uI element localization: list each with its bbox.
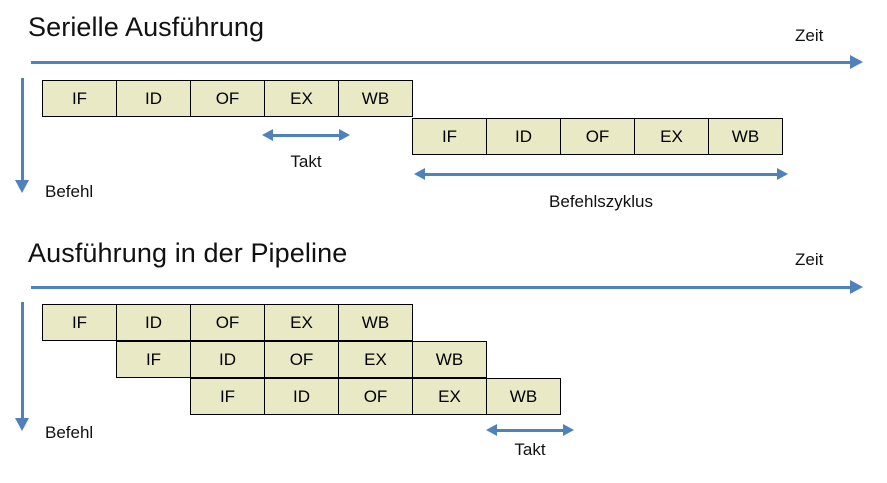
stage-box-ex: EX — [264, 304, 339, 341]
table-row-pipeline-3: IF ID OF EX WB — [190, 378, 561, 415]
stage-box-wb: WB — [338, 80, 413, 117]
table-row-serial-1: IF ID OF EX WB — [42, 80, 413, 117]
arrow-head-right-icon — [777, 168, 788, 180]
arrow-head-right-icon — [339, 129, 350, 141]
arrow-head-down-icon — [15, 180, 29, 193]
page-title-serial: Serielle Ausführung — [28, 12, 265, 42]
takt-measure-shaft — [270, 134, 342, 137]
instruction-axis-shaft — [21, 78, 24, 181]
instruction-axis-label-serial: Befehl — [45, 182, 94, 201]
stage-box-if: IF — [412, 118, 487, 155]
arrow-head-left-icon — [486, 424, 497, 436]
takt-measure-label-pipeline: Takt — [514, 440, 546, 459]
stage-box-if: IF — [42, 80, 117, 117]
stage-box-wb: WB — [486, 378, 561, 415]
time-axis-label-serial: Zeit — [795, 26, 824, 45]
takt-measure-serial — [262, 128, 350, 144]
instruction-axis-label-pipeline: Befehl — [45, 423, 94, 442]
stage-box-id: ID — [116, 304, 191, 341]
table-row-pipeline-1: IF ID OF EX WB — [42, 304, 413, 341]
time-axis-label-pipeline: Zeit — [795, 250, 824, 269]
stage-box-if: IF — [116, 341, 191, 378]
stage-box-if: IF — [190, 378, 265, 415]
takt-measure-label-serial: Takt — [290, 152, 322, 171]
stage-box-ex: EX — [412, 378, 487, 415]
time-axis-shaft — [31, 61, 851, 64]
stage-box-of: OF — [190, 80, 265, 117]
befehlszyklus-measure — [414, 167, 788, 183]
instruction-axis-shaft — [21, 302, 24, 419]
stage-box-id: ID — [116, 80, 191, 117]
arrow-head-right-icon — [850, 280, 863, 294]
stage-box-id: ID — [486, 118, 561, 155]
takt-measure-shaft — [494, 429, 566, 432]
stage-box-wb: WB — [338, 304, 413, 341]
instruction-axis-serial — [14, 78, 32, 194]
instruction-axis-pipeline — [14, 302, 32, 432]
arrow-head-down-icon — [15, 418, 29, 431]
stage-box-ex: EX — [338, 341, 413, 378]
arrow-head-left-icon — [262, 129, 273, 141]
arrow-head-right-icon — [563, 424, 574, 436]
time-axis-shaft — [31, 286, 851, 289]
takt-measure-pipeline — [486, 423, 574, 439]
stage-box-ex: EX — [264, 80, 339, 117]
stage-box-wb: WB — [708, 118, 783, 155]
stage-box-of: OF — [560, 118, 635, 155]
time-axis-serial — [31, 54, 863, 72]
stage-box-wb: WB — [412, 341, 487, 378]
stage-box-if: IF — [42, 304, 117, 341]
stage-box-ex: EX — [634, 118, 709, 155]
stage-box-id: ID — [190, 341, 265, 378]
arrow-head-left-icon — [414, 168, 425, 180]
arrow-head-right-icon — [850, 55, 863, 69]
table-row-serial-2: IF ID OF EX WB — [412, 118, 783, 155]
befehlszyklus-measure-label: Befehlszyklus — [549, 192, 653, 211]
stage-box-of: OF — [338, 378, 413, 415]
table-row-pipeline-2: IF ID OF EX WB — [116, 341, 487, 378]
page-title-pipeline: Ausführung in der Pipeline — [28, 238, 348, 268]
stage-box-id: ID — [264, 378, 339, 415]
stage-box-of: OF — [190, 304, 265, 341]
befehlszyklus-measure-shaft — [422, 173, 780, 176]
stage-box-of: OF — [264, 341, 339, 378]
time-axis-pipeline — [31, 279, 863, 297]
